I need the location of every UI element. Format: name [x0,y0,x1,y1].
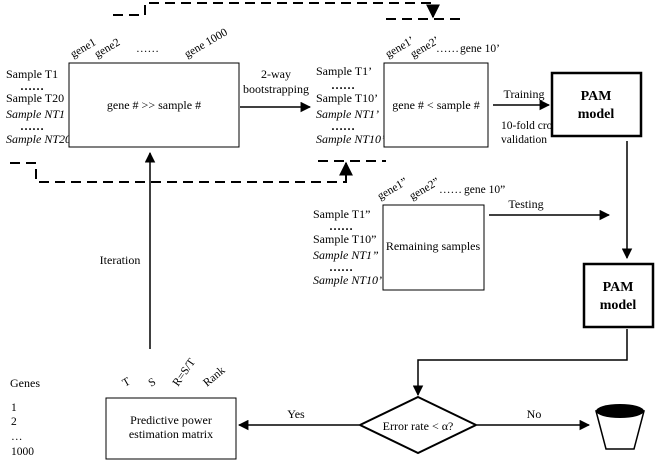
left-row-label: Sample NT20 [6,132,71,146]
matrix-box-text: Predictive power [130,413,212,427]
matrix-block: Genes T S R=S/T Rank 1 2 … 1000 Predicti… [10,357,237,460]
bootstrap-label: 2-way [261,67,291,81]
no-label: No [527,407,542,421]
mid-matrix-box [383,62,489,148]
pam-model-box-2 [582,262,655,329]
mid-row-label: Sample T1’ [316,64,372,78]
matrix-box-text: estimation matrix [129,427,213,441]
decision-diamond [357,395,479,455]
mid-row-label: …… [331,119,355,133]
bootstrap-label: bootstrapping [243,82,309,96]
mid-row-label: Sample T10’ [316,91,378,105]
test-row-label: Sample NT10’ [313,273,382,287]
cv-label: validation [501,134,547,146]
mid-row-label: Sample NT10’ [316,132,385,146]
matrix-col-header: R=S/T [171,357,198,389]
matrix-row-label: 2 [11,416,17,428]
dashed-top-loop [113,2,440,19]
mid-block: gene1’ gene2’ …… gene 10’ Sample T1’ …… … [316,35,500,148]
test-col-header: gene1” [376,176,410,203]
test-row-label: Sample T10” [313,232,376,246]
matrix-col-header: S [147,376,159,390]
test-row-label: …… [329,260,353,274]
left-matrix-box [68,62,240,148]
pam-model-1-label: model [578,107,615,122]
pam-model-2-label: model [600,298,637,313]
matrix-row-label: 1 [11,402,17,414]
training-label: Training [504,87,545,101]
mid-col-header: …… [436,43,459,55]
left-row-label: …… [20,119,44,133]
left-block: gene1 gene2 …… gene 1000 Sample T1 …… Sa… [6,26,240,148]
test-col-header: gene 10” [464,184,505,196]
matrix-col-header: T [121,376,133,390]
left-col-header: gene2 [93,36,123,60]
test-block: gene1” gene2” …… gene 10” Sample T1” …… … [313,176,505,291]
matrix-col-header: Rank [201,364,228,389]
matrix-row-label: … [11,431,23,443]
test-col-header: …… [439,184,462,196]
testing-label: Testing [508,197,543,211]
pam-model-1-label: PAM [581,89,612,104]
test-col-header: gene2” [408,176,442,203]
left-row-label: Sample T20 [6,91,64,105]
mid-box-text: gene # < sample # [392,98,479,112]
left-row-label: Sample NT1 [6,107,65,121]
matrix-row-label: 1000 [11,446,34,458]
pam-model-box-1 [550,71,643,138]
left-row-label: …… [20,79,44,93]
dashed-bottom-loop [10,161,353,183]
test-box-text: Remaining samples [386,239,481,253]
mid-col-header: gene 10’ [460,43,500,55]
mid-row-label: Sample NT1’ [316,107,379,121]
cv-label: 10-fold cross [501,120,562,132]
mid-row-label: …… [331,78,355,92]
iteration-label: Iteration [100,253,141,267]
test-matrix-box [382,204,485,291]
left-box-text: gene # >> sample # [107,98,201,112]
test-row-label: Sample T1” [313,207,370,221]
genes-label: Genes [10,376,40,390]
left-col-header: …… [136,43,159,55]
test-row-label: …… [329,219,353,233]
bucket-icon [595,404,645,450]
estimation-matrix-box [105,397,237,460]
yes-label: Yes [287,407,305,421]
test-row-label: Sample NT1” [313,248,379,262]
pam-to-decision-arrow [412,329,628,397]
left-row-label: Sample T1 [6,67,58,81]
decision-text: Error rate < α? [383,419,454,433]
left-col-header: gene 1000 [183,26,230,60]
pam-model-2-label: PAM [603,280,634,295]
